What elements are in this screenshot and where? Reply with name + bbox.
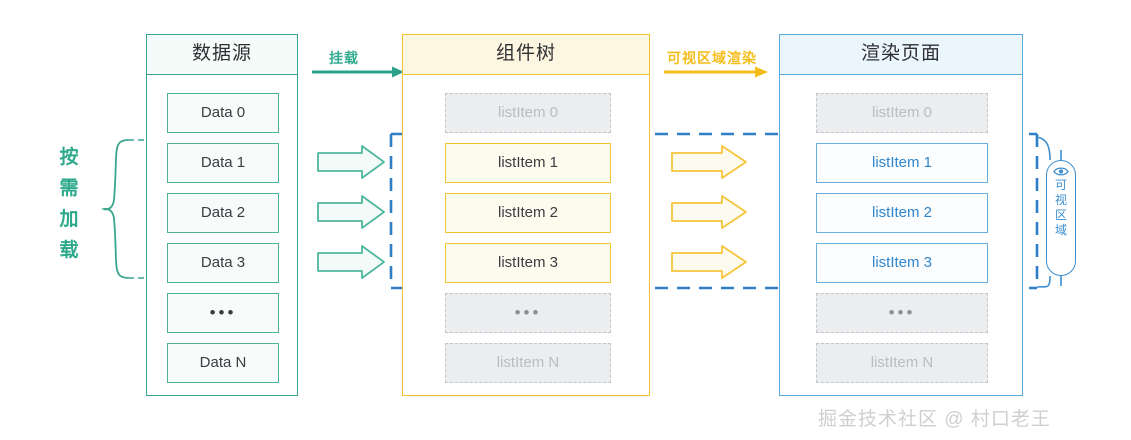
- on-demand-char-1: 需: [59, 178, 79, 199]
- render-arrow-head: [755, 66, 768, 78]
- list-item[interactable]: listItem 3: [816, 243, 988, 283]
- watermark: 掘金技术社区 @ 村口老王: [818, 409, 1051, 430]
- viewport-char-2: 区: [1054, 208, 1067, 222]
- viewport-badge-label: 可 视 区 域: [1047, 176, 1075, 238]
- viewport-char-1: 视: [1054, 193, 1067, 207]
- list-item-ellipsis: •••: [445, 293, 611, 333]
- panel-render-page-header: 渲染页面: [780, 35, 1022, 75]
- list-item[interactable]: listItem 1: [445, 143, 611, 183]
- flow-arrow-tree-to-page-2: [671, 195, 747, 229]
- step-label-mount: 挂载: [329, 50, 359, 66]
- list-item[interactable]: listItem 2: [445, 193, 611, 233]
- list-item: listItem N: [816, 343, 988, 383]
- viewport-brace: [1036, 136, 1051, 288]
- list-item[interactable]: Data N: [167, 343, 279, 383]
- list-item: listItem 0: [816, 93, 988, 133]
- list-item[interactable]: Data 0: [167, 93, 279, 133]
- list-item[interactable]: listItem 3: [445, 243, 611, 283]
- flow-arrow-source-to-tree-3: [317, 245, 385, 279]
- list-item[interactable]: Data 2: [167, 193, 279, 233]
- mount-arrow-head: [392, 66, 404, 78]
- viewport-char-3: 域: [1054, 223, 1067, 237]
- list-item[interactable]: Data 1: [167, 143, 279, 183]
- eye-icon: [1053, 164, 1069, 176]
- on-demand-char-3: 载: [59, 240, 79, 261]
- step-label-viewport-render: 可视区域渲染: [667, 50, 757, 66]
- on-demand-brace: [100, 139, 129, 279]
- flow-arrow-source-to-tree-1: [317, 145, 385, 179]
- panel-component-tree-header: 组件树: [403, 35, 649, 75]
- flow-arrow-source-to-tree-2: [317, 195, 385, 229]
- on-demand-char-0: 按: [59, 147, 79, 168]
- panel-render-page: 渲染页面 listItem 0 listItem 1 listItem 2 li…: [779, 34, 1023, 396]
- viewport-badge: 可 视 区 域: [1046, 160, 1076, 276]
- flow-arrow-tree-to-page-3: [671, 245, 747, 279]
- flow-arrow-tree-to-page-1: [671, 145, 747, 179]
- panel-component-tree: 组件树 listItem 0 listItem 1 listItem 2 lis…: [402, 34, 650, 396]
- list-item[interactable]: listItem 1: [816, 143, 988, 183]
- on-demand-char-2: 加: [59, 209, 79, 230]
- list-item: listItem 0: [445, 93, 611, 133]
- on-demand-loading-label: 按 需 加 载: [56, 142, 82, 266]
- panel-data-source: 数据源 Data 0 Data 1 Data 2 Data 3 ••• Data…: [146, 34, 298, 396]
- panel-data-source-header: 数据源: [147, 35, 297, 75]
- list-item[interactable]: listItem 2: [816, 193, 988, 233]
- list-item: listItem N: [445, 343, 611, 383]
- list-item-ellipsis: •••: [816, 293, 988, 333]
- list-item-ellipsis: •••: [167, 293, 279, 333]
- list-item[interactable]: Data 3: [167, 243, 279, 283]
- viewport-char-0: 可: [1054, 178, 1067, 192]
